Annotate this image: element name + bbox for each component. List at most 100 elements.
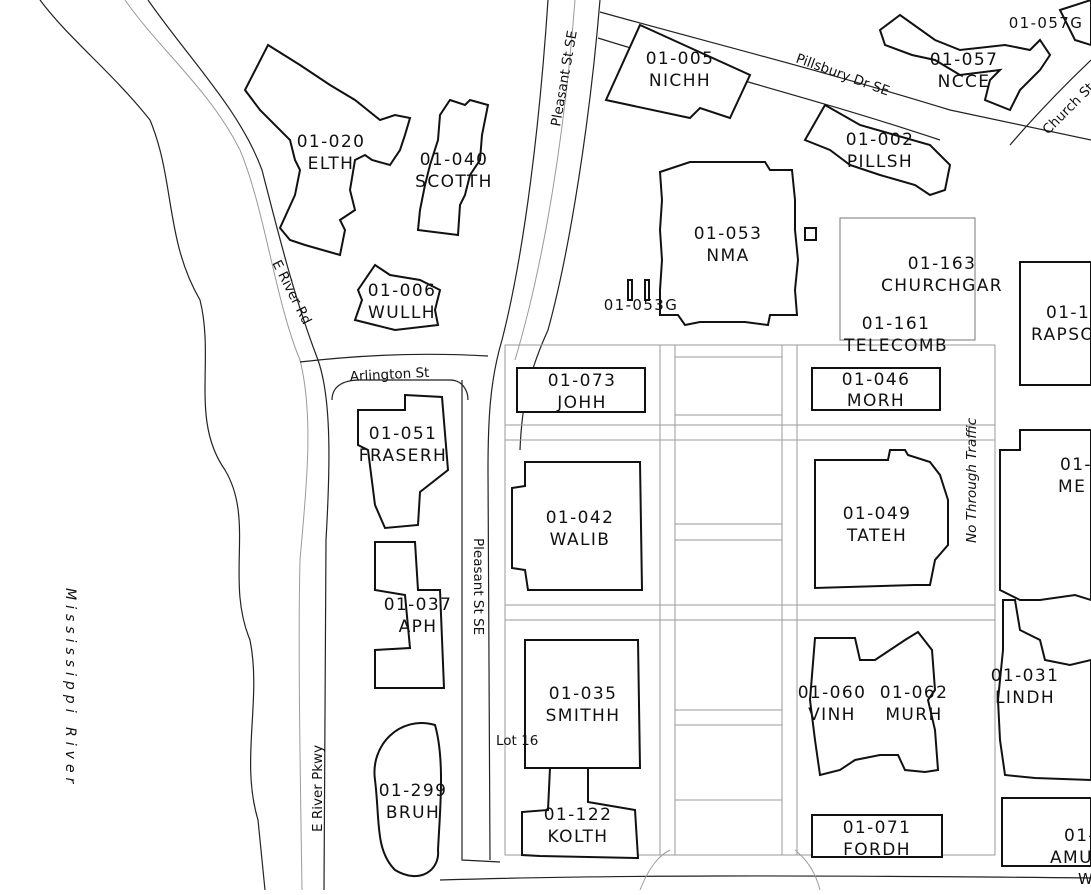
building-rapson[interactable] [1019, 261, 1091, 386]
label-arlington-st: Arlington St [349, 365, 429, 385]
label-pillsh-name: PILLSH [847, 152, 913, 172]
label-ncce-name: NCCE [938, 72, 991, 92]
label-elth-id: 01-020 [297, 132, 366, 152]
label-pleasant-st-north: Pleasant St SE [548, 29, 581, 127]
label-church-st: Church St [1040, 80, 1091, 138]
building-vinh-murh[interactable] [808, 630, 940, 777]
building-morh[interactable] [811, 367, 941, 411]
building-fraserh[interactable] [357, 393, 450, 530]
river-bank-inner [124, 0, 309, 891]
arlington-st-edge [299, 353, 489, 363]
label-aph-id: 01-037 [384, 595, 453, 615]
building-scotth[interactable] [416, 98, 490, 237]
river-shoreline [39, 0, 266, 891]
label-smithh-name: SMITHH [546, 706, 621, 726]
label-pillsbury-dr: Pillsbury Dr SE [794, 51, 892, 100]
building-churchgar[interactable] [839, 217, 976, 341]
building-amu[interactable] [1001, 797, 1091, 867]
label-morh-name: MORH [847, 391, 905, 411]
building-nma-g2[interactable] [644, 279, 650, 301]
label-me-name: ME [1058, 477, 1086, 497]
label-amu-sub: W [1078, 870, 1091, 888]
label-amu-name: AMU [1050, 848, 1091, 868]
label-rapson-id: 01-1 [1046, 303, 1090, 323]
label-morh-id: 01-046 [842, 370, 911, 390]
label-churchgar-name: CHURCHGAR [881, 276, 1003, 296]
mall-walkways [504, 344, 996, 856]
label-telecomb-id: 01-161 [862, 314, 931, 334]
label-nma-id: 01-053 [694, 224, 763, 244]
label-fordh-name: FORDH [843, 840, 911, 860]
label-churchgar-id: 01-163 [908, 254, 977, 274]
label-murh-name: MURH [885, 705, 942, 725]
building-lindh[interactable] [996, 599, 1091, 782]
label-telecomb-name: TELECOMB [843, 336, 948, 356]
building-nma-g[interactable] [627, 279, 633, 301]
label-walib-id: 01-042 [546, 508, 615, 528]
building-tateh[interactable] [814, 449, 949, 590]
label-ncce-id: 01-057 [930, 50, 999, 70]
label-bruh-id: 01-299 [379, 781, 448, 801]
label-tateh-name: TATEH [846, 526, 907, 546]
building-aph[interactable] [374, 541, 446, 689]
building-me[interactable] [999, 429, 1091, 602]
label-walib-name: WALIB [550, 530, 611, 550]
building-bruh[interactable] [373, 722, 442, 877]
church-st-edge [1009, 59, 1091, 146]
label-scotth-name: SCOTTH [415, 172, 493, 192]
label-mississippi-river: Mississippi River [62, 588, 78, 788]
label-lindh-name: LINDH [995, 688, 1055, 708]
label-me-id: 01- [1060, 455, 1091, 475]
label-vinh-name: VINH [808, 705, 856, 725]
label-nma-g-id: 01-053G [604, 296, 679, 314]
building-pillsh[interactable] [803, 103, 952, 197]
label-e-river-pkwy: E River Pkwy [310, 745, 326, 832]
label-tateh-id: 01-049 [843, 504, 912, 524]
washington-ave-edge [439, 875, 1091, 881]
label-pleasant-st-south: Pleasant St SE [470, 538, 486, 635]
label-amu-id: 01- [1064, 826, 1091, 846]
label-aph-name: APH [399, 617, 438, 637]
building-nma[interactable] [658, 161, 800, 327]
building-elth[interactable] [243, 43, 412, 257]
label-nichh-id: 01-005 [646, 49, 715, 69]
label-lindh-id: 01-031 [991, 666, 1060, 686]
label-nma-name: NMA [706, 246, 749, 266]
building-ncce[interactable] [878, 13, 1052, 112]
label-lot-16: Lot 16 [496, 733, 538, 749]
label-johh-id: 01-073 [548, 371, 617, 391]
building-nichh[interactable] [604, 23, 752, 120]
building-kolth[interactable] [521, 767, 640, 860]
washington-ave-hatch [639, 849, 821, 891]
label-johh-name: JOHH [556, 393, 607, 413]
pleasant-st-median [514, 0, 576, 361]
building-johh[interactable] [516, 367, 646, 413]
label-ncce-g-id: 01-057G [1009, 14, 1084, 32]
label-wullh-name: WULLH [368, 303, 436, 323]
label-kolth-name: KOLTH [548, 827, 609, 847]
building-smithh[interactable] [524, 639, 642, 769]
building-wullh[interactable] [353, 263, 442, 332]
pleasant-st-west-edge [487, 0, 549, 861]
label-pillsh-id: 01-002 [846, 130, 915, 150]
label-bruh-name: BRUH [386, 803, 440, 823]
building-ncce-g[interactable] [1058, 0, 1091, 47]
label-smithh-id: 01-035 [549, 684, 618, 704]
label-vinh-id: 01-060 [798, 683, 867, 703]
label-wullh-id: 01-006 [368, 281, 437, 301]
arlington-loop [331, 379, 469, 401]
label-nichh-name: NICHH [649, 71, 711, 91]
label-scotth-id: 01-040 [420, 150, 489, 170]
pleasant-st-south-inner [461, 380, 501, 863]
label-no-through-traffic: No Through Traffic [964, 417, 980, 543]
building-fordh[interactable] [811, 814, 943, 858]
building-walib[interactable] [511, 461, 644, 591]
label-rapson-name: RAPSO [1031, 325, 1091, 345]
label-fraserh-id: 01-051 [369, 424, 438, 444]
building-nma-annex[interactable] [804, 227, 817, 241]
label-elth-name: ELTH [308, 154, 355, 174]
label-fordh-id: 01-071 [843, 818, 912, 838]
pillsbury-dr-north [599, 11, 1091, 141]
